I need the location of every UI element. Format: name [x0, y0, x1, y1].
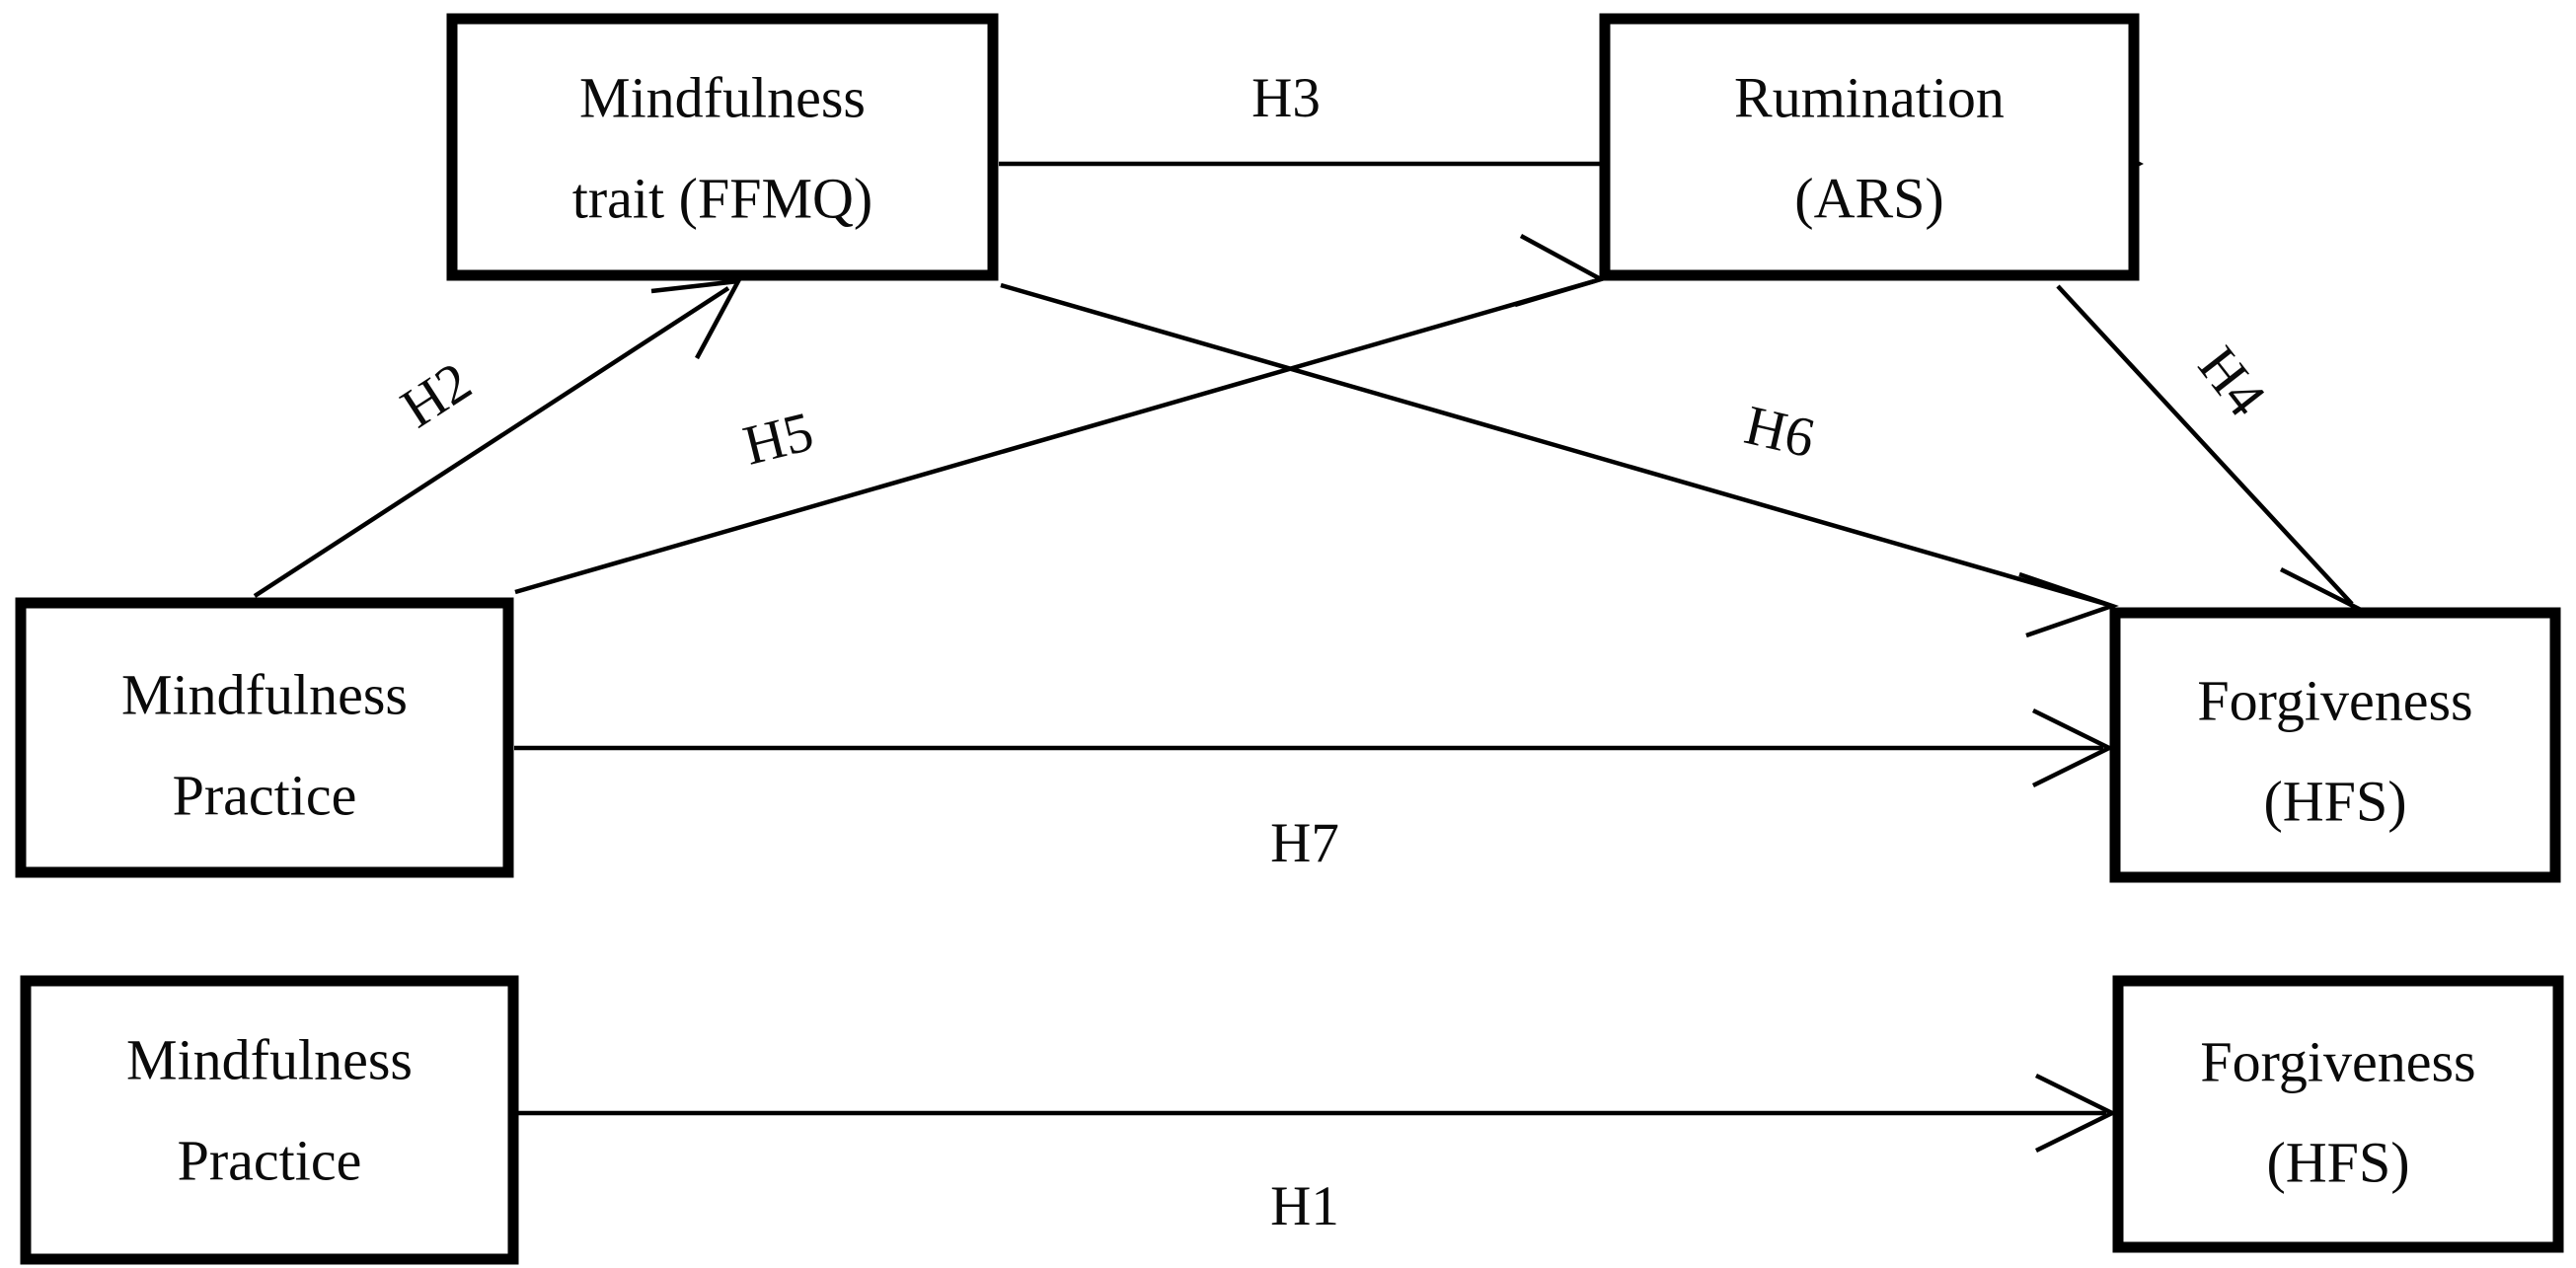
edge-label-h3: H3 — [1251, 67, 1321, 129]
node-rumination-line2: (ARS) — [1794, 166, 1943, 230]
node-mindfulness-trait-line1: Mindfulness — [579, 65, 866, 129]
edge-label-h4: H4 — [2186, 336, 2278, 428]
edge-h4 — [2056, 284, 2366, 628]
node-forgiveness-upper[interactable]: Forgiveness (HFS) — [2109, 607, 2561, 883]
edge-h6 — [1000, 282, 2119, 638]
node-mindfulness-practice-upper-line2: Practice — [173, 763, 357, 827]
node-forgiveness-lower-line2: (HFS) — [2266, 1130, 2409, 1194]
node-forgiveness-lower[interactable]: Forgiveness (HFS) — [2112, 975, 2564, 1253]
edge-label-h6: H6 — [1739, 394, 1820, 470]
node-forgiveness-lower-line1: Forgiveness — [2200, 1029, 2475, 1093]
node-mindfulness-trait[interactable]: Mindfulness trait (FFMQ) — [446, 13, 999, 281]
edge-h2 — [253, 278, 743, 598]
node-mindfulness-practice-upper[interactable]: Mindfulness Practice — [15, 597, 514, 878]
node-mindfulness-practice-upper-line1: Mindfulness — [121, 662, 408, 726]
edge-h1 — [517, 1073, 2118, 1154]
edge-label-h7: H7 — [1270, 812, 1339, 874]
node-mindfulness-practice-lower-line1: Mindfulness — [126, 1027, 413, 1091]
node-mindfulness-practice-lower[interactable]: Mindfulness Practice — [20, 975, 519, 1265]
node-rumination[interactable]: Rumination (ARS) — [1599, 13, 2140, 281]
edge-label-h2: H2 — [391, 350, 483, 440]
edge-h7 — [514, 708, 2115, 788]
node-forgiveness-upper-line2: (HFS) — [2263, 769, 2406, 833]
edge-label-h5: H5 — [737, 401, 819, 478]
node-mindfulness-practice-lower-line2: Practice — [178, 1128, 362, 1192]
node-mindfulness-trait-line2: trait (FFMQ) — [572, 166, 873, 230]
edge-label-h1: H1 — [1270, 1175, 1339, 1237]
node-rumination-line1: Rumination — [1734, 65, 2005, 129]
node-forgiveness-upper-line1: Forgiveness — [2197, 668, 2472, 732]
